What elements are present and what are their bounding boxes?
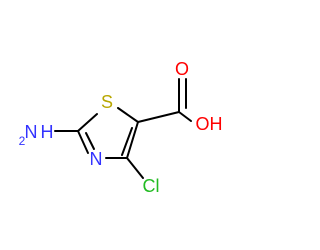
carbonyl-oxygen-label: O bbox=[175, 59, 189, 79]
bond-s-c5 bbox=[117, 107, 139, 123]
bond-n3-c2 bbox=[77, 130, 89, 154]
bond-n3-c2-double bbox=[85, 132, 95, 150]
bond-c5-c4-double bbox=[121, 127, 133, 156]
bond-c-oh bbox=[178, 111, 192, 122]
hydroxyl-label: OH bbox=[196, 114, 223, 134]
bond-c2-s bbox=[77, 113, 98, 132]
structure-canvas: N H 2 S N Cl O OH bbox=[18, 59, 223, 196]
chlorine-label: Cl bbox=[143, 176, 160, 196]
amino-nitrogen-label: N bbox=[25, 122, 38, 142]
bond-c5-cacid bbox=[137, 111, 180, 123]
bonds bbox=[54, 78, 192, 179]
amino-hydrogen-label: H bbox=[41, 122, 54, 142]
bond-c4-cl bbox=[126, 157, 144, 179]
sulfur-label: S bbox=[101, 92, 113, 112]
ring-nitrogen-label: N bbox=[90, 149, 103, 169]
bond-c5-c4 bbox=[126, 121, 139, 159]
amino-hydrogen-count: 2 bbox=[19, 134, 26, 148]
molecule-structure: N H 2 S N Cl O OH bbox=[19, 59, 223, 196]
